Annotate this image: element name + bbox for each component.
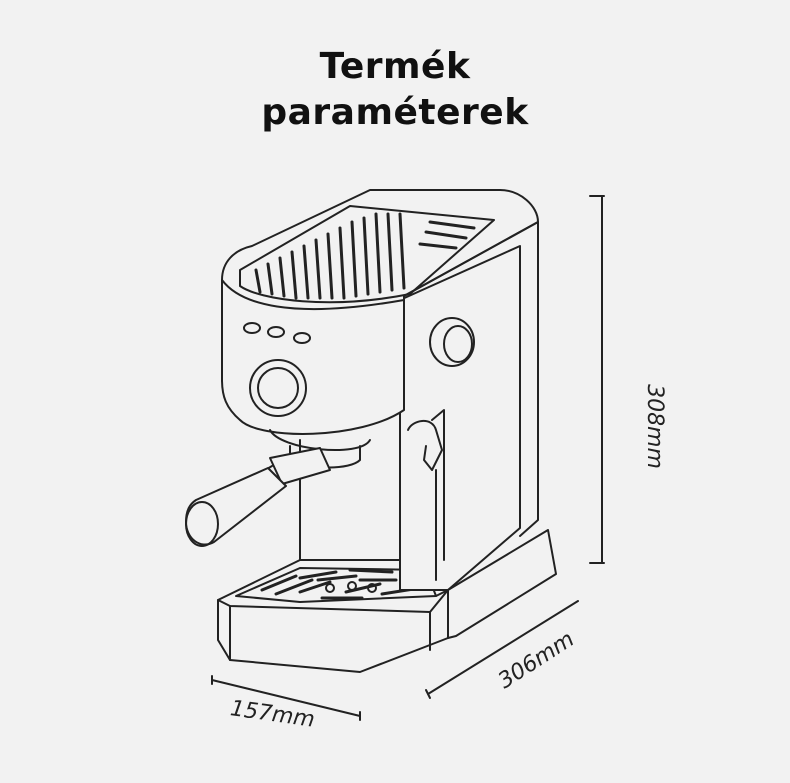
title-line-2: paraméterek (261, 92, 529, 133)
portafilter (185, 447, 331, 547)
indicator-light-3 (293, 332, 311, 344)
machine-body (299, 221, 557, 639)
height-dimension-label: 308mm (641, 384, 667, 469)
height-dimension-line (589, 195, 605, 564)
width-dimension-line (211, 675, 361, 721)
drip-tray (217, 559, 449, 673)
title-line-1: Termék (319, 46, 471, 87)
steam-knob-icon (429, 317, 475, 367)
main-dial-icon (249, 359, 307, 417)
page-title: Termék paraméterek (0, 44, 790, 136)
depth-dimension-line (425, 600, 579, 699)
indicator-light-2 (267, 326, 285, 338)
indicator-light-1 (243, 322, 261, 334)
